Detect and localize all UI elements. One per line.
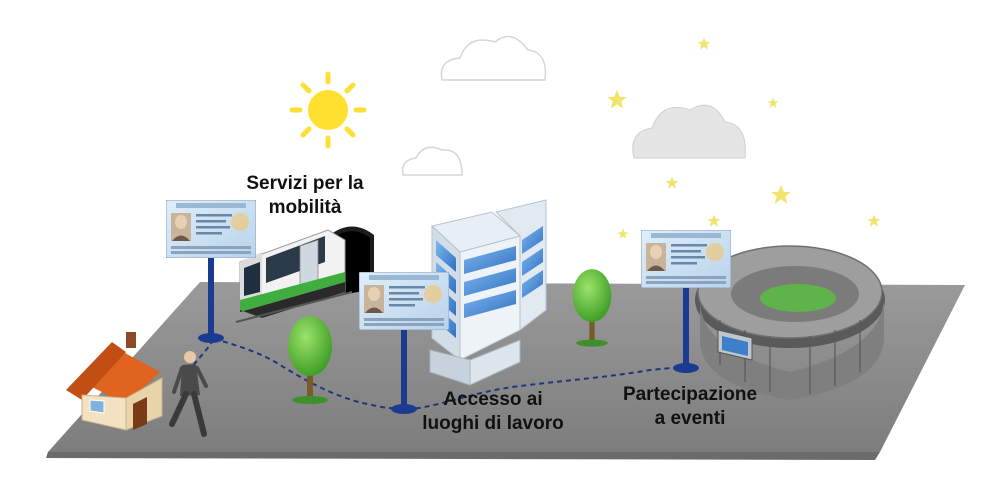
- star-icon: [867, 214, 881, 227]
- label-workplace-access: Accesso ai luoghi di lavoro: [408, 388, 578, 436]
- identity-card-icon: [641, 230, 731, 288]
- sign-post-work: [391, 330, 417, 414]
- label-events-line2: a eventi: [654, 408, 726, 429]
- house-icon: [66, 332, 163, 431]
- walking-businessman-icon: [169, 351, 208, 437]
- journey-path: [187, 336, 687, 411]
- star-icon: [665, 176, 679, 189]
- sign-post-events: [673, 288, 699, 373]
- crescent-moon-icon: [820, 96, 856, 161]
- star-icon: [771, 185, 791, 204]
- cloud-icon: [440, 35, 547, 81]
- sun-icon: [289, 71, 367, 149]
- identity-card-icon: [359, 272, 449, 330]
- cloud-icon: [632, 104, 746, 159]
- label-mobility-line1: Servizi per la: [246, 173, 364, 194]
- cloud-icon: [401, 146, 463, 176]
- label-mobility-services: Servizi per la mobilità: [220, 172, 390, 220]
- label-work-line1: Accesso ai: [443, 389, 543, 410]
- ground-edge: [46, 452, 880, 460]
- label-event-participation: Partecipazione a eventi: [600, 383, 780, 431]
- star-icon: [707, 214, 721, 227]
- star-icon: [607, 90, 627, 109]
- star-icon: [697, 37, 711, 50]
- label-events-line1: Partecipazione: [622, 384, 758, 405]
- label-mobility-line2: mobilità: [268, 197, 342, 218]
- stadium-icon: [695, 245, 885, 400]
- label-work-line2: luoghi di lavoro: [422, 413, 564, 434]
- star-icon: [767, 97, 779, 108]
- sign-post-mobility: [198, 258, 224, 343]
- star-icon: [617, 228, 629, 239]
